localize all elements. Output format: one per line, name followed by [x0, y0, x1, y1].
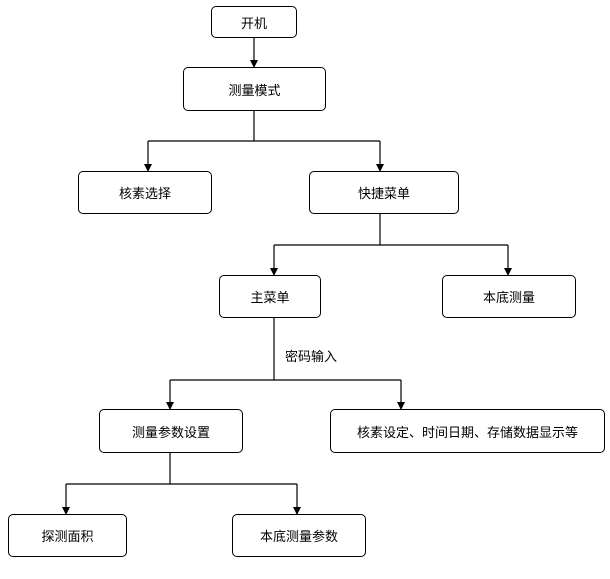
node-background-measure-params: 本底测量参数: [232, 514, 366, 557]
node-measure-param-settings: 测量参数设置: [99, 409, 243, 453]
node-probe-area: 探测面积: [8, 514, 127, 557]
node-quick-menu: 快捷菜单: [309, 171, 459, 214]
node-main-menu: 主菜单: [219, 275, 321, 318]
node-system-settings: 核素设定、时间日期、存储数据显示等: [330, 409, 605, 453]
node-power-on: 开机: [211, 6, 297, 38]
node-measure-mode: 测量模式: [183, 67, 326, 111]
node-nuclide-select: 核素选择: [78, 171, 212, 214]
edge-label-password-input: 密码输入: [285, 350, 338, 365]
node-background-measure: 本底测量: [442, 275, 576, 318]
